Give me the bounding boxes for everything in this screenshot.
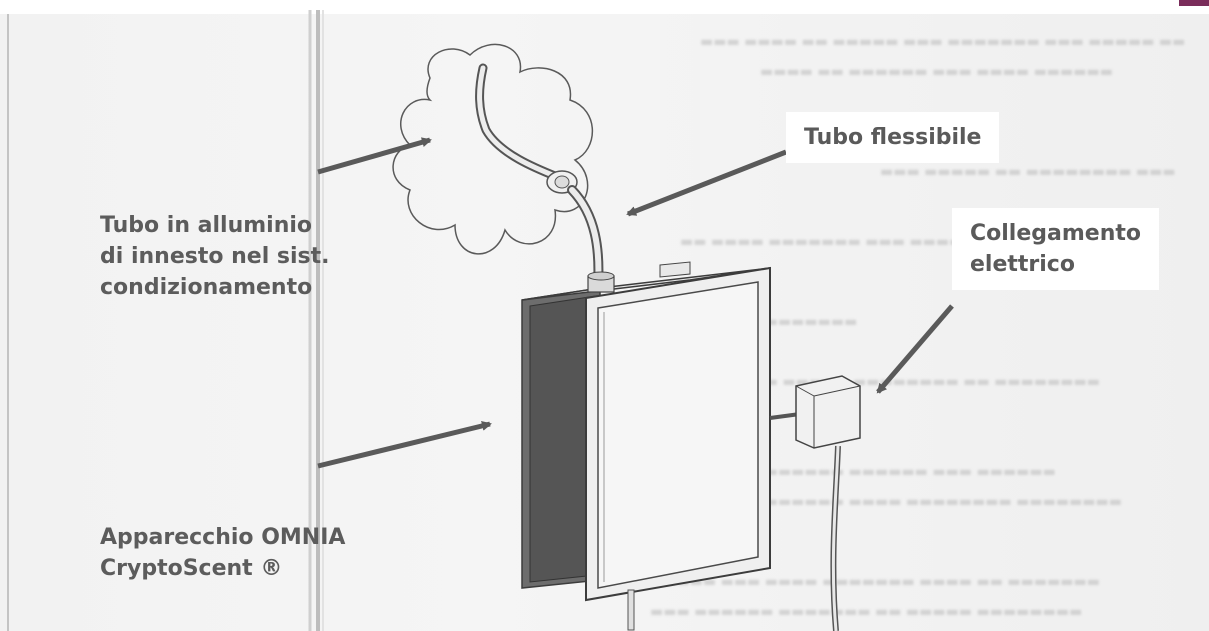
electrical-connection bbox=[769, 375, 861, 631]
background-text-texture: ▬▬▬ ▬▬▬▬▬ ▬▬ ▬▬▬▬▬▬▬▬ ▬▬▬ bbox=[880, 164, 1176, 180]
air-conditioning-cloud bbox=[392, 43, 594, 255]
background-text-texture: ▬▬▬▬ ▬▬ ▬▬▬▬▬▬ ▬▬▬ ▬▬▬▬ ▬▬▬▬▬▬ bbox=[760, 64, 1113, 80]
label-flexible-tube: Tubo flessibile bbox=[786, 112, 1000, 163]
label-device-line1: Apparecchio OMNIA bbox=[100, 525, 346, 550]
background-text-texture: ▬▬▬ ▬▬▬▬▬▬ ▬▬▬▬▬▬▬ ▬▬ ▬▬▬▬▬ ▬▬▬▬▬▬▬▬ bbox=[650, 604, 1083, 620]
label-aluminium-tube: Tubo in alluminio di innesto nel sist. c… bbox=[100, 210, 330, 303]
label-electrical-connection: Collegamento elettrico bbox=[952, 208, 1159, 290]
top-band bbox=[0, 0, 1209, 14]
label-aluminium-tube-line3: condizionamento bbox=[100, 275, 313, 300]
label-device-line2: CryptoScent ® bbox=[100, 556, 283, 581]
label-device: Apparecchio OMNIA CryptoScent ® bbox=[100, 522, 345, 584]
label-aluminium-tube-line1: Tubo in alluminio bbox=[100, 213, 313, 238]
label-flexible-tube-text: Tubo flessibile bbox=[804, 125, 982, 150]
left-border-lines bbox=[7, 10, 324, 631]
corner-accent bbox=[1179, 0, 1209, 6]
label-electrical-line1: Collegamento bbox=[970, 221, 1141, 246]
background-text-texture: ▬▬▬ ▬▬▬▬ ▬▬ ▬▬▬▬▬ ▬▬▬ ▬▬▬▬▬▬▬ ▬▬▬ ▬▬▬▬▬ … bbox=[700, 34, 1186, 50]
arrow-device bbox=[317, 421, 492, 469]
omnia-device-box bbox=[521, 261, 771, 631]
arrow-flexible-tube bbox=[626, 149, 787, 217]
arrow-electrical bbox=[876, 304, 954, 394]
pointer-arrows bbox=[317, 137, 954, 469]
arrow-aluminium-tube bbox=[317, 137, 432, 175]
label-electrical-line2: elettrico bbox=[970, 252, 1075, 277]
label-aluminium-tube-line2: di innesto nel sist. bbox=[100, 244, 330, 269]
background-text-texture: ▬▬▬▬▬ ▬▬▬ ▬▬▬▬ ▬▬▬▬▬▬▬ ▬▬▬▬ ▬▬ ▬▬▬▬▬▬▬ bbox=[650, 574, 1100, 590]
